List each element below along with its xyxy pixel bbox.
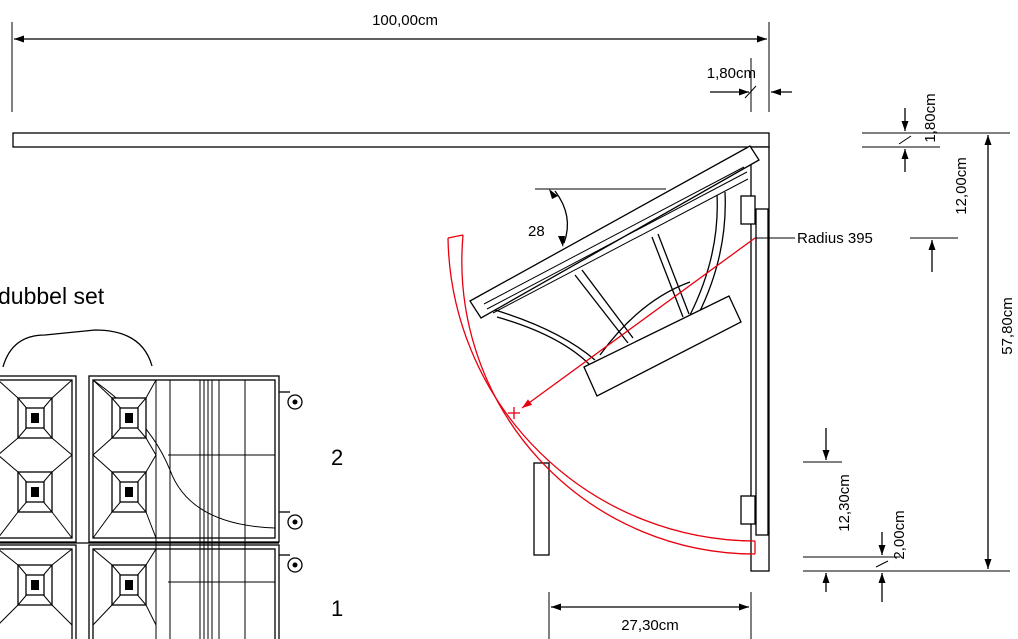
caster-wheel bbox=[279, 391, 303, 410]
set-label: dubbel set bbox=[0, 283, 105, 309]
support-leg bbox=[533, 462, 550, 556]
speaker-module bbox=[0, 548, 73, 626]
dimension-bottom-width: 27,30cm bbox=[548, 592, 752, 639]
dimension-side-thickness-label: 1,80cm bbox=[707, 65, 756, 82]
dimension-side-thickness: 1,80cm bbox=[707, 58, 792, 112]
tilted-shelf bbox=[469, 145, 760, 397]
dimension-total-height-label: 57,80cm bbox=[999, 297, 1016, 355]
set-bracket bbox=[2, 329, 153, 368]
speaker-rack bbox=[0, 375, 303, 639]
table-top-board bbox=[12, 132, 770, 148]
caster-wheel bbox=[279, 511, 303, 530]
dimension-total-height: 57,80cm bbox=[984, 135, 1016, 569]
radius-annotation: Radius 395 bbox=[447, 230, 873, 555]
dimension-bottom-width-label: 27,30cm bbox=[621, 617, 679, 634]
dimension-top-offset: 12,00cm bbox=[910, 157, 970, 272]
dimension-bottom-gap-label: 2,00cm bbox=[891, 510, 908, 559]
caster-wheel bbox=[279, 554, 303, 573]
speaker-module bbox=[92, 454, 157, 539]
dimension-bottom-gap: 2,00cm bbox=[875, 510, 908, 602]
dimension-top-offset-label: 12,00cm bbox=[953, 157, 970, 215]
speaker-module bbox=[0, 379, 73, 456]
dimension-lower-offset: 12,30cm bbox=[803, 428, 1010, 592]
level-2-label: 2 bbox=[331, 445, 343, 470]
level-1-label: 1 bbox=[331, 596, 343, 621]
speaker-module bbox=[92, 379, 157, 456]
angle-annotation: 28 bbox=[528, 188, 666, 247]
dimension-top-thickness-label: 1,80cm bbox=[922, 93, 939, 142]
speaker-module bbox=[92, 548, 157, 626]
speaker-module bbox=[0, 454, 73, 539]
angle-label: 28 bbox=[528, 223, 545, 240]
dimension-total-width-label: 100,00cm bbox=[372, 12, 438, 29]
radius-label: Radius 395 bbox=[797, 230, 873, 247]
side-panel bbox=[740, 146, 770, 572]
dimension-top-thickness: 1,80cm bbox=[862, 93, 1010, 172]
dimension-total-width: 100,00cm bbox=[11, 12, 770, 112]
dimension-lower-offset-label: 12,30cm bbox=[836, 474, 853, 532]
